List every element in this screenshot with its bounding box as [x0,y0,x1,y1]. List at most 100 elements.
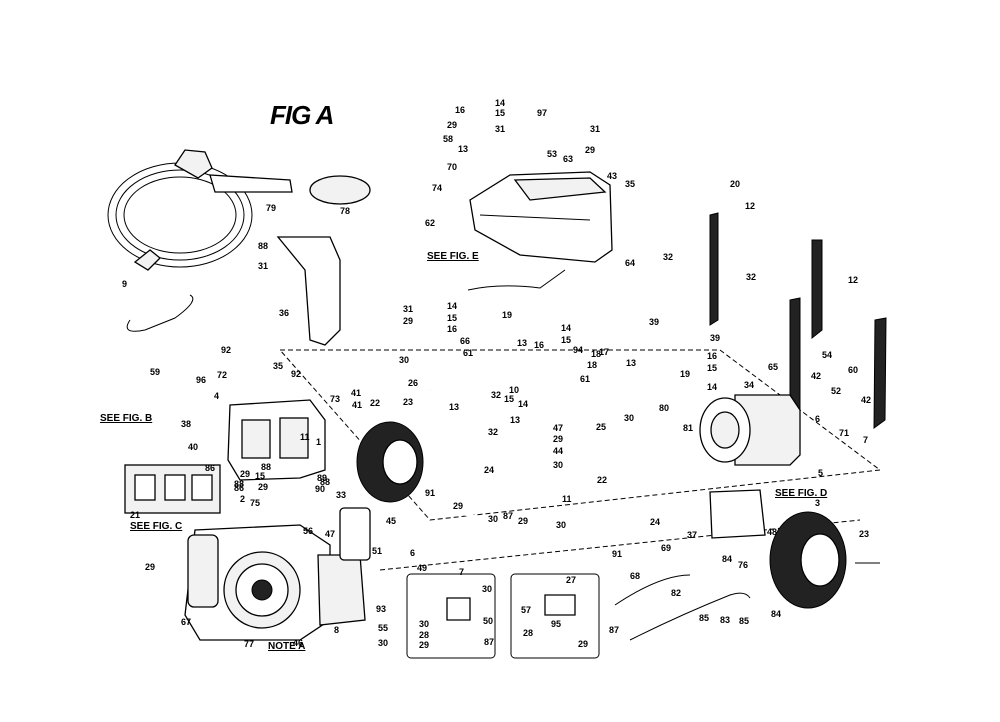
part-label: 19 [502,310,512,320]
part-label: 13 [449,402,459,412]
part-label: 6 [815,414,820,424]
part-label: 28 [523,628,533,638]
inset-box-1 [406,573,496,659]
part-label: 14 [707,382,717,392]
part-label: 16 [534,340,544,350]
see-fig-c-reference[interactable]: SEE FIG. C [130,521,183,532]
part-label: 34 [744,380,754,390]
part-label: 32 [488,427,498,437]
part-label: 64 [625,258,635,268]
part-label: 52 [831,386,841,396]
part-label: 86 [205,463,215,473]
part-label: 28 [419,630,429,640]
part-label: 84 [771,609,781,619]
part-label: 25 [596,422,606,432]
figure-title: FIG A [270,100,334,130]
part-label: 61 [580,374,590,384]
part-label: 71 [839,428,849,438]
panel-36-drawing [276,236,341,346]
see-fig-e-reference[interactable]: SEE FIG. E [427,251,479,262]
part-label: 85 [699,613,709,623]
part-label: 13 [626,358,636,368]
part-label: 81 [683,423,693,433]
part-label: 23 [859,529,869,539]
part-label: 5 [818,468,823,478]
part-label: 17 [599,347,609,357]
part-label: 29 [553,434,563,444]
coil-78-drawing [309,175,371,205]
part-label: 75 [250,498,260,508]
part-label: 15 [255,471,265,481]
part-label: 30 [482,584,492,594]
part-label: 30 [399,355,409,365]
part-label: 61 [463,348,473,358]
see-fig-b-reference[interactable]: SEE FIG. B [100,413,153,424]
part-label: 30 [378,638,388,648]
part-label: 14 [518,399,528,409]
see-fig-d-reference[interactable]: SEE FIG. D [775,488,828,499]
note-a-reference[interactable]: NOTE A [268,641,306,652]
part-label: 84 [722,554,732,564]
part-label: 29 [258,482,268,492]
part-label: 15 [561,335,571,345]
part-label: 3 [815,498,820,508]
part-label: 92 [221,345,231,355]
part-label: 30 [553,460,563,470]
part-label: 31 [403,304,413,314]
part-label: 47 [325,529,335,539]
extension-cord-drawing [107,149,293,271]
part-label: 76 [738,560,748,570]
part-label: 27 [566,575,576,585]
part-label: 12 [745,201,755,211]
alternator-drawing [699,394,801,466]
inset-box-2 [510,573,600,659]
part-label: 91 [612,549,622,559]
part-label: 57 [521,605,531,615]
part-label: 78 [340,206,350,216]
part-label: 37 [687,530,697,540]
part-label: 16 [707,351,717,361]
part-label: 30 [488,514,498,524]
part-label: 35 [273,361,283,371]
part-label: 88 [258,241,268,251]
wire-9-drawing [126,294,194,332]
part-label: 41 [351,388,361,398]
part-label: 30 [624,413,634,423]
part-label: 43 [607,171,617,181]
part-label: 60 [848,365,858,375]
part-label: 29 [585,145,595,155]
part-label: 29 [419,640,429,650]
part-label: 83 [720,615,730,625]
part-label: 19 [680,369,690,379]
part-label: 49 [417,563,427,573]
part-label: 68 [630,571,640,581]
part-label: 58 [443,134,453,144]
part-label: 38 [181,419,191,429]
part-label: 33 [336,490,346,500]
part-label: 29 [447,120,457,130]
part-label: 65 [768,362,778,372]
part-label: 41 [352,400,362,410]
part-label: 90 [315,484,325,494]
part-label: 22 [597,475,607,485]
part-label: 12 [848,275,858,285]
part-label: 18 [587,360,597,370]
part-label: 88 [320,477,330,487]
part-label: 87 [609,625,619,635]
part-label: 42 [861,395,871,405]
part-label: 50 [483,616,493,626]
part-label: 91 [425,488,435,498]
part-label: 14 [447,301,457,311]
part-label: 39 [710,333,720,343]
part-label: 97 [537,108,547,118]
part-label: 87 [503,511,513,521]
part-label: 8 [334,625,339,635]
part-label: 15 [504,394,514,404]
part-label: 82 [671,588,681,598]
part-label: 93 [376,604,386,614]
part-label: 16 [447,324,457,334]
part-label: 35 [625,179,635,189]
part-label: 79 [266,203,276,213]
part-label: 29 [403,316,413,326]
part-label: 77 [244,639,254,649]
